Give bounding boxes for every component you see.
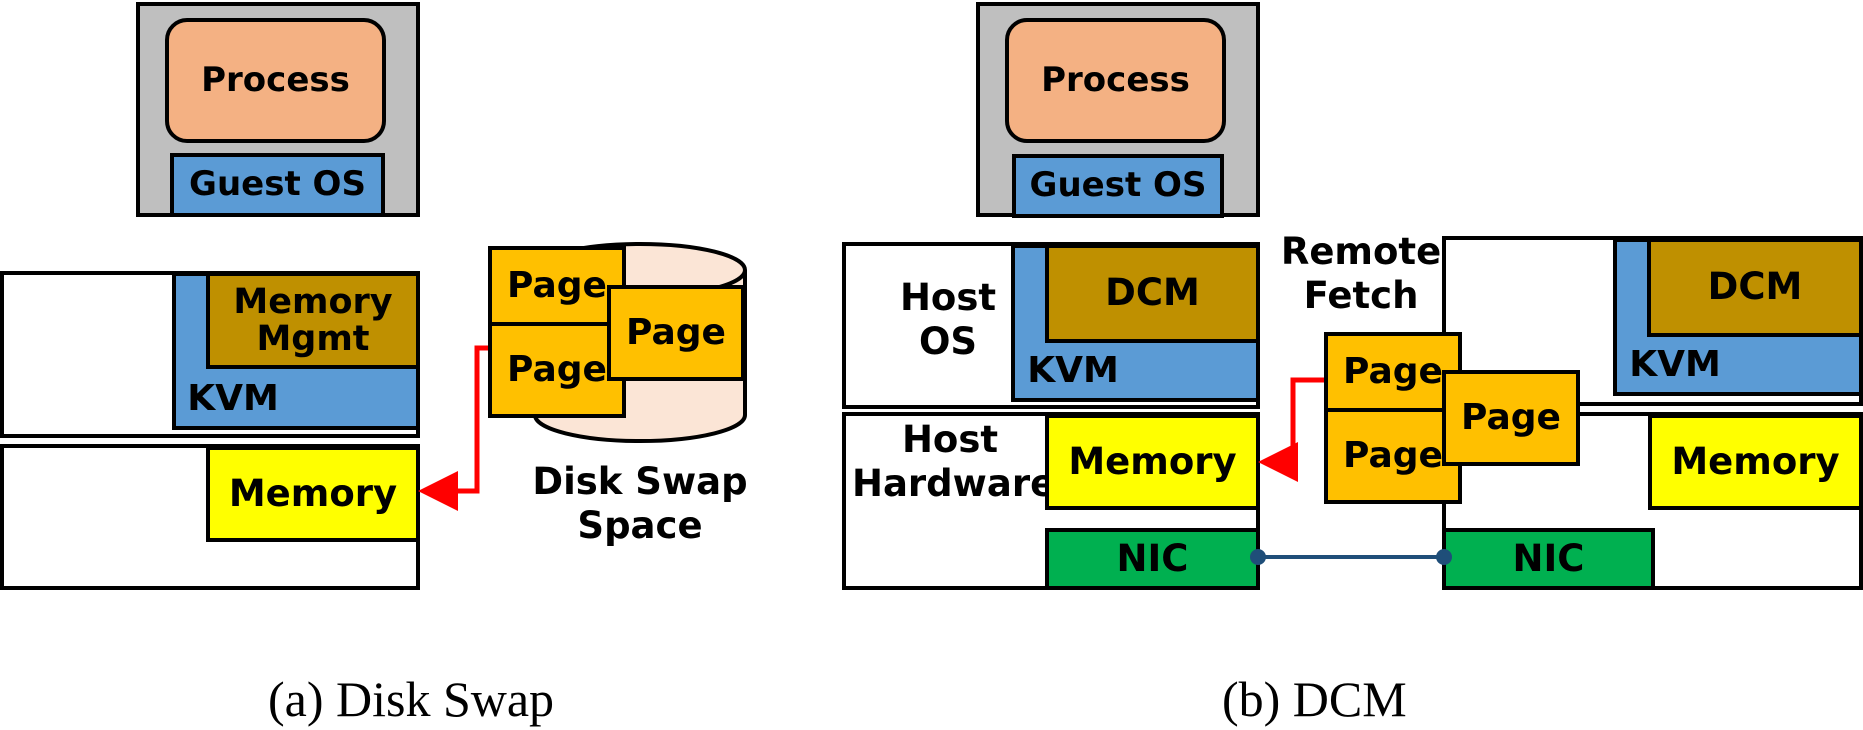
kvm-label: KVM xyxy=(187,378,279,420)
guest-os-box: Guest OS xyxy=(170,153,385,217)
remote-nic-box: NIC xyxy=(1442,528,1655,590)
kvm-label: KVM xyxy=(1027,350,1119,392)
host-hardware-label: Host Hardware xyxy=(852,418,1056,506)
page-box: Page xyxy=(607,285,745,381)
page-box: Page xyxy=(1442,370,1580,466)
process-box: Process xyxy=(1005,18,1226,143)
network-link-endpoint xyxy=(1250,549,1266,565)
process-box: Process xyxy=(165,18,386,143)
guest-os-box: Guest OS xyxy=(1012,154,1224,218)
page-box: Page xyxy=(1324,408,1462,504)
remote-fetch-label: Remote Fetch xyxy=(1280,230,1442,318)
swap-in-arrow xyxy=(418,345,488,511)
remote-memory-box: Memory xyxy=(1648,414,1863,510)
remote-dcm-box: DCM xyxy=(1647,238,1863,337)
memory-box: Memory xyxy=(1045,414,1260,510)
page-box: Page xyxy=(488,246,626,326)
remote-fetch-arrow xyxy=(1258,377,1324,482)
remote-kvm-label: KVM xyxy=(1629,344,1721,386)
memory-mgmt-box: Memory Mgmt xyxy=(206,272,420,369)
disk-swap-space-label: Disk Swap Space xyxy=(532,460,748,548)
host-os-label: Host OS xyxy=(899,276,997,364)
caption-disk-swap: (a) Disk Swap xyxy=(268,671,555,727)
caption-dcm: (b) DCM xyxy=(1222,671,1407,727)
network-link-endpoint xyxy=(1436,549,1452,565)
dcm-box: DCM xyxy=(1045,244,1260,343)
memory-box: Memory xyxy=(206,446,420,542)
page-box: Page xyxy=(488,322,626,418)
page-box: Page xyxy=(1324,332,1462,412)
nic-box: NIC xyxy=(1045,528,1260,590)
